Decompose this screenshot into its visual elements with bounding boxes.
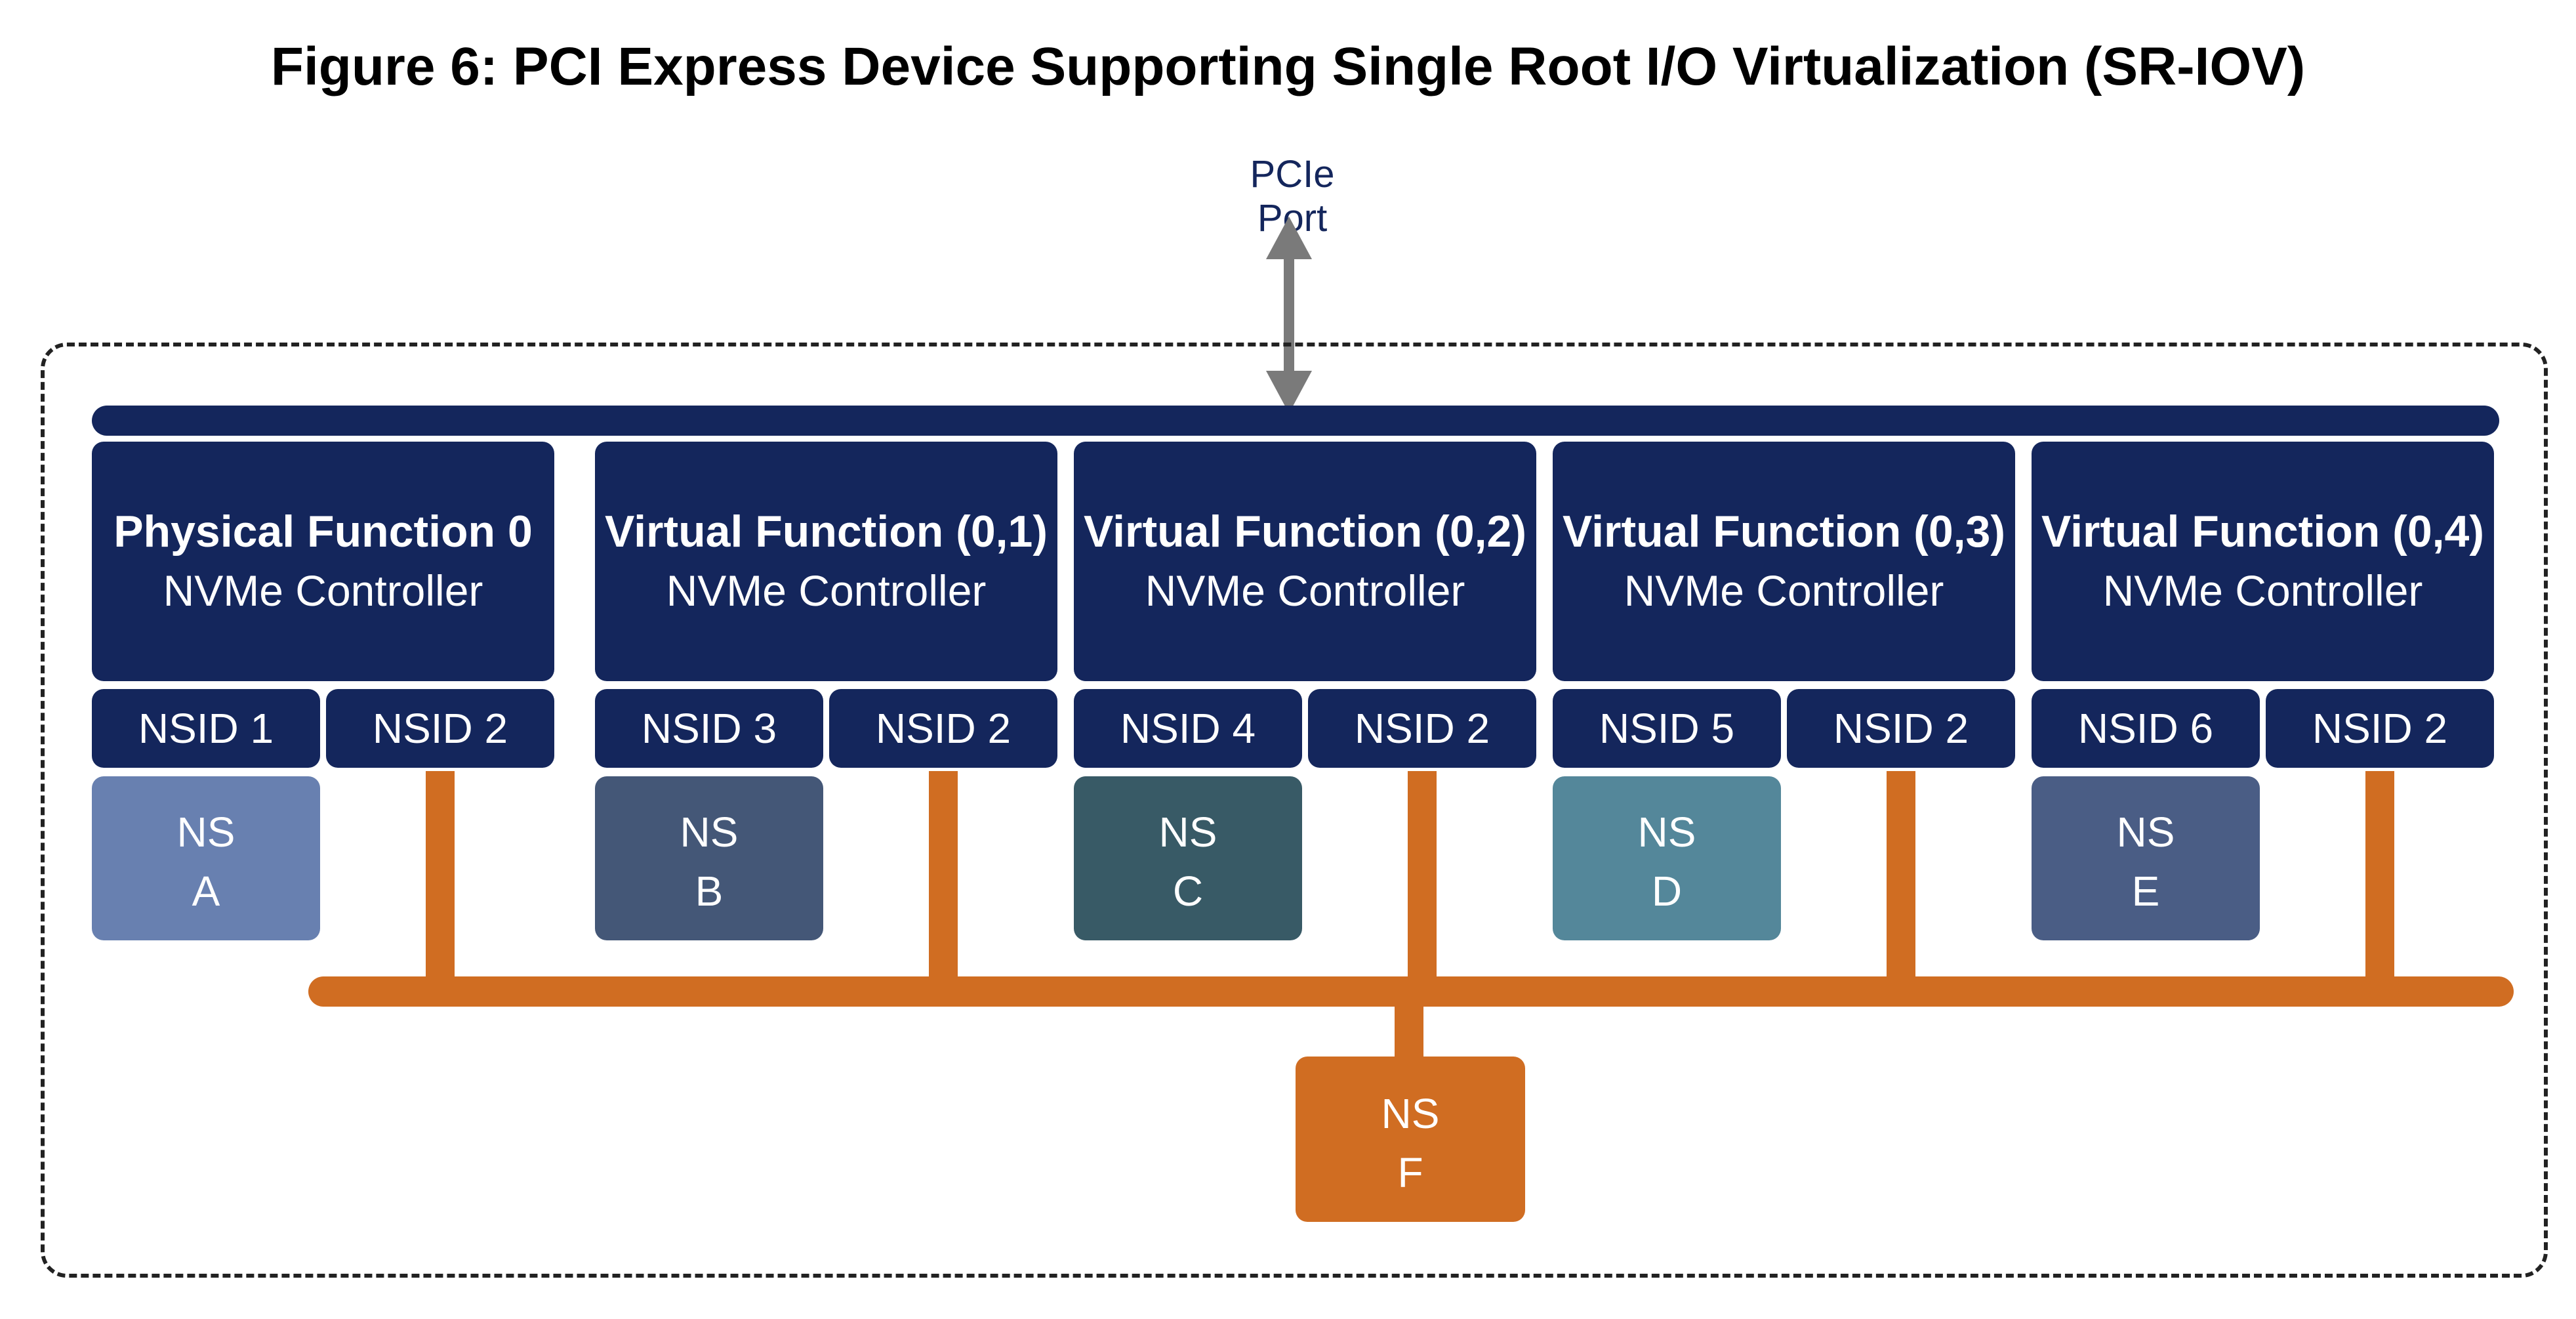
namespace-letter: E — [2131, 868, 2160, 915]
controller-type-label: NVMe Controller — [2102, 566, 2423, 615]
controller-type-label: NVMe Controller — [666, 566, 987, 615]
namespace-c: NS C — [1074, 776, 1302, 940]
nsid-shared: NSID 2 — [326, 689, 554, 768]
namespace-letter: C — [1172, 868, 1204, 915]
shared-link-connector — [1887, 771, 1915, 988]
namespace-d: NS D — [1553, 776, 1781, 940]
bidirectional-arrow-icon — [1266, 217, 1312, 413]
namespace-label: NS — [176, 808, 235, 856]
nsid-shared: NSID 2 — [1787, 689, 2015, 768]
shared-link-connector — [426, 771, 455, 988]
shared-link-connector — [1408, 771, 1437, 988]
figure-title: Figure 6: PCI Express Device Supporting … — [270, 37, 2306, 96]
pcie-port-label: PCIe Port — [1250, 153, 1335, 240]
pcie-internal-bus — [92, 406, 2499, 436]
namespace-letter: A — [192, 868, 220, 915]
controller-function-label: Virtual Function (0,3) — [1562, 507, 2006, 556]
nsid-private: NSID 5 — [1553, 689, 1781, 768]
namespace-label: NS — [1158, 808, 1217, 856]
namespace-label: NS — [1637, 808, 1696, 856]
namespace-label: NS — [680, 808, 739, 856]
shared-link-connector — [2365, 771, 2394, 988]
nsid-shared: NSID 2 — [2266, 689, 2494, 768]
namespace-letter: B — [695, 868, 724, 915]
device-boundary — [41, 343, 2548, 1278]
shared-link-connector — [929, 771, 958, 988]
controller-function-label: Virtual Function (0,4) — [2041, 507, 2485, 556]
controller-type-label: NVMe Controller — [1145, 566, 1465, 615]
controller-function-label: Virtual Function (0,1) — [604, 507, 1048, 556]
nsid-private: NSID 1 — [92, 689, 320, 768]
namespace-letter: D — [1651, 868, 1683, 915]
controller-function-label: Physical Function 0 — [113, 507, 533, 556]
controller-vf02: Virtual Function (0,2) NVMe Controller — [1074, 442, 1536, 681]
controller-vf03: Virtual Function (0,3) NVMe Controller — [1553, 442, 2015, 681]
controller-vf01: Virtual Function (0,1) NVMe Controller — [595, 442, 1057, 681]
namespace-f-shared: NS F — [1296, 1057, 1525, 1222]
controller-function-label: Virtual Function (0,2) — [1083, 507, 1527, 556]
namespace-label: NS — [2116, 808, 2175, 856]
nsid-private: NSID 6 — [2032, 689, 2260, 768]
controller-vf04: Virtual Function (0,4) NVMe Controller — [2032, 442, 2494, 681]
nsid-private: NSID 3 — [595, 689, 823, 768]
nsid-shared: NSID 2 — [1308, 689, 1536, 768]
controller-type-label: NVMe Controller — [1624, 566, 1944, 615]
namespace-a: NS A — [92, 776, 320, 940]
namespace-b: NS B — [595, 776, 823, 940]
shared-namespace-stem — [1395, 984, 1423, 1062]
controller-type-label: NVMe Controller — [163, 566, 483, 615]
namespace-label: NS — [1381, 1090, 1440, 1137]
nsid-private: NSID 4 — [1074, 689, 1302, 768]
namespace-e: NS E — [2032, 776, 2260, 940]
namespace-letter: F — [1397, 1149, 1423, 1196]
nsid-shared: NSID 2 — [829, 689, 1057, 768]
controller-pf0: Physical Function 0 NVMe Controller — [92, 442, 554, 681]
